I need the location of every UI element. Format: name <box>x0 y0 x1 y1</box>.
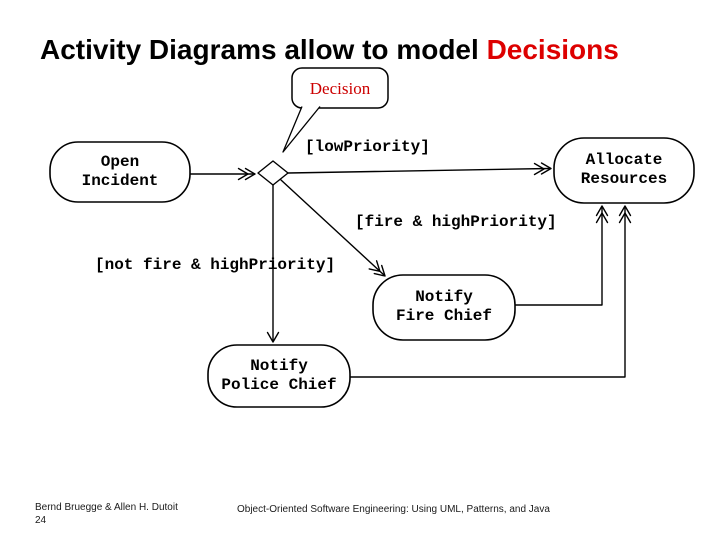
decision-diamond <box>258 161 288 185</box>
callout-bubble <box>283 68 388 152</box>
arrowhead <box>620 213 631 223</box>
node-open-incident <box>50 142 190 202</box>
arrowhead <box>268 333 279 343</box>
node-allocate-resources <box>554 138 694 203</box>
slide-title-text: Activity Diagrams allow to model <box>40 34 487 65</box>
node-label-allocate-resources: Allocate Resources <box>580 151 668 188</box>
arrowhead <box>246 169 256 180</box>
edge-decision-to-allocate <box>288 169 549 174</box>
arrowhead <box>620 206 631 216</box>
edge-fire-to-allocate <box>515 208 602 305</box>
edge-decision-to-fire <box>281 180 384 275</box>
arrowhead <box>597 206 608 216</box>
node-label-notify-police-chief: Notify Police Chief <box>221 357 337 394</box>
slide-title-highlight: Decisions <box>486 34 619 65</box>
callout-box <box>292 68 388 108</box>
footer-authors-page: Bernd Bruegge & Allen H. Dutoit 24 <box>35 501 178 527</box>
footer-page-number: 24 <box>35 515 47 526</box>
arrowhead <box>597 213 608 223</box>
node-notify-fire-chief <box>373 275 515 340</box>
arrowhead <box>374 266 385 277</box>
edge-police-to-allocate <box>350 208 625 377</box>
node-label-notify-fire-chief: Notify Fire Chief <box>395 288 492 325</box>
footer-book-title: Object-Oriented Software Engineering: Us… <box>237 504 550 515</box>
arrowhead <box>535 164 545 175</box>
arrowhead <box>542 163 552 174</box>
node-label-open-incident: Open Incident <box>81 153 159 190</box>
callout-label: Decision <box>309 79 371 98</box>
arrowhead <box>239 169 249 180</box>
slide-title: Activity Diagrams allow to model Decisio… <box>40 34 700 66</box>
guard-low-priority: [lowPriority] <box>305 138 430 156</box>
arrowhead <box>369 261 380 272</box>
node-notify-police-chief <box>208 345 350 407</box>
footer-authors: Bernd Bruegge & Allen H. Dutoit <box>35 502 178 513</box>
guard-not-fire-high-priority: [not fire & highPriority] <box>95 256 336 274</box>
callout-tail <box>283 107 320 153</box>
guard-fire-high-priority: [fire & highPriority] <box>355 213 557 231</box>
